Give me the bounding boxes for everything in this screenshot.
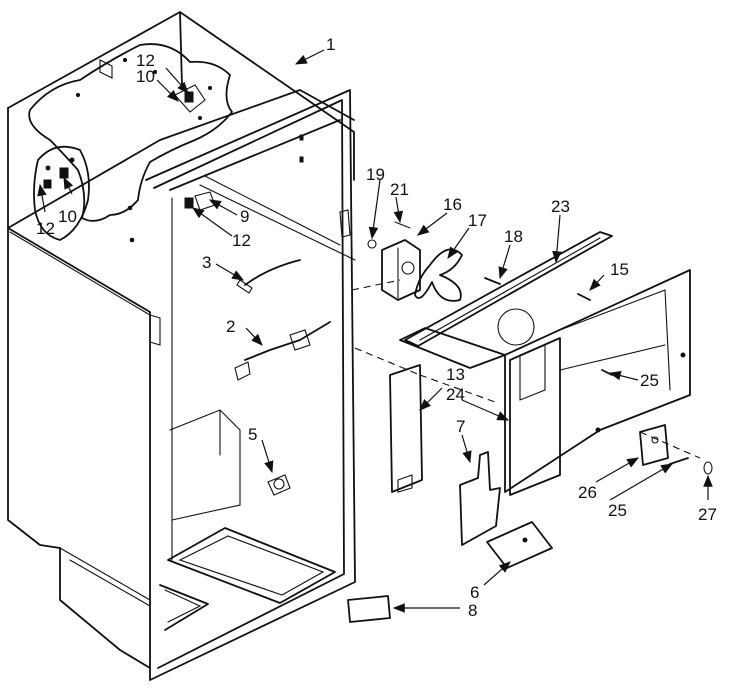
strip-8 — [347, 595, 391, 623]
callout-9: 9 — [240, 207, 249, 226]
callout-12c: 12 — [232, 231, 251, 250]
callout-23: 23 — [551, 197, 570, 216]
cabinet-liner — [7, 11, 356, 681]
bracket-26 — [639, 424, 669, 466]
callout-13: 13 — [446, 365, 465, 384]
callout-26: 26 — [578, 483, 597, 502]
callout-7: 7 — [456, 417, 465, 436]
callout-2: 2 — [226, 317, 235, 336]
wiring-cutaway — [28, 43, 304, 243]
callout-24: 24 — [446, 385, 465, 404]
callout-5: 5 — [248, 425, 257, 444]
plate-13 — [389, 364, 423, 493]
callout-labels: 1 2 3 5 6 7 8 9 10 10 12 12 12 13 15 16 … — [36, 35, 717, 620]
callout-12b: 12 — [36, 219, 55, 238]
callout-10b: 10 — [58, 207, 77, 226]
callout-10a: 10 — [136, 67, 155, 86]
screws — [484, 277, 713, 475]
callout-27: 27 — [698, 505, 717, 524]
evaporator-cover — [399, 231, 691, 496]
inner-parts — [184, 191, 331, 496]
callout-15: 15 — [610, 260, 629, 279]
callout-25b: 25 — [608, 501, 627, 520]
bracket-6 — [486, 521, 553, 569]
callout-25a: 25 — [640, 371, 659, 390]
callout-1: 1 — [326, 35, 335, 54]
fan-motor-assembly — [339, 209, 463, 302]
callout-16: 16 — [443, 195, 462, 214]
alignment-lines — [351, 279, 701, 459]
callout-17: 17 — [468, 211, 487, 230]
callout-19: 19 — [366, 165, 385, 184]
callout-18: 18 — [504, 227, 523, 246]
callout-3: 3 — [202, 253, 211, 272]
callout-21: 21 — [390, 180, 409, 199]
leader-lines — [37, 49, 713, 613]
panel-7 — [459, 451, 501, 546]
callout-12a: 12 — [136, 51, 155, 70]
callout-6: 6 — [470, 583, 479, 602]
callout-8: 8 — [468, 601, 477, 620]
